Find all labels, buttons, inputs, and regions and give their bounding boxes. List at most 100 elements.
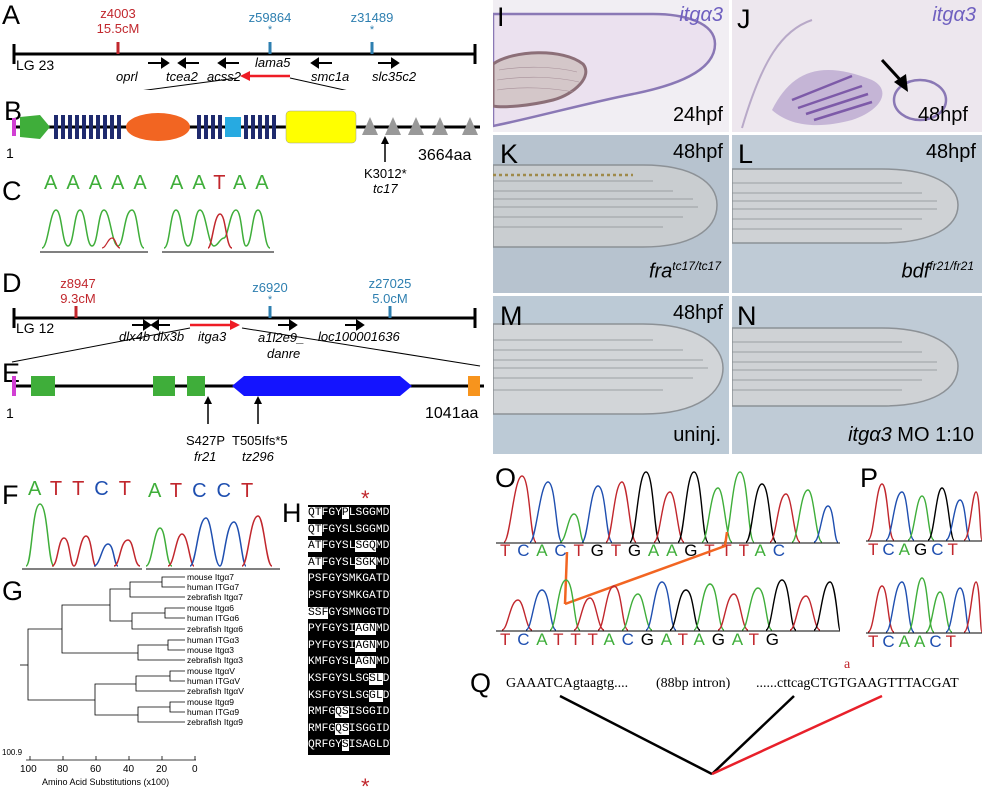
panel-label-F: F xyxy=(2,480,19,510)
micrograph-N-label: itgα3 MO 1:10 xyxy=(848,424,974,446)
panel-e-mut1: S427P xyxy=(186,433,226,448)
panel-label-H: H xyxy=(282,498,302,528)
panel-label-L: L xyxy=(738,139,754,169)
micrograph-K-stage: 48hpf xyxy=(672,141,723,163)
marker-z31489: z31489* xyxy=(350,10,394,36)
tree-axis-label: Amino Acid Substitutions (x100) xyxy=(42,777,170,787)
panel-e-end: 1041aa xyxy=(425,405,479,422)
panel-p-trace-bottom xyxy=(866,577,982,634)
panel-a-map xyxy=(12,42,477,90)
panel-label-C: C xyxy=(2,176,22,206)
gene-a1l2e9: a1l2e9_ xyxy=(258,330,305,345)
micrograph-I-stage: 24hpf xyxy=(672,104,723,126)
tree-leaf: human ITGα9 xyxy=(187,707,240,717)
micrograph-J-gene: itgα3 xyxy=(932,4,976,26)
panel-label-P: P xyxy=(860,463,879,493)
panel-e-start: 1 xyxy=(6,405,14,421)
panel-label-K: K xyxy=(500,139,519,169)
tree-leaf: mouse Itgα6 xyxy=(187,603,234,613)
panel-f-seq-left: ATTCT xyxy=(28,478,141,500)
gene-itga3: itga3 xyxy=(198,329,227,344)
tree-leaf: mouse Itgα9 xyxy=(187,697,234,707)
lg-12-label: LG 12 xyxy=(16,320,55,336)
gene-acss2: acss2 xyxy=(207,69,241,84)
lg-23-label: LG 23 xyxy=(16,57,55,73)
gene-smc1a: smc1a xyxy=(311,69,350,84)
alignment-row: PYFGYSIAGNMDL xyxy=(308,639,397,652)
alignment-row: KSFGYSLSGGLDV xyxy=(308,689,397,702)
alignment-row: SSFGYSMNGGTDV xyxy=(308,606,397,619)
micrograph-I: itgα3 24hpf xyxy=(493,0,729,132)
panel-b-protein xyxy=(12,110,480,162)
micrograph-J-stage: 48hpf xyxy=(917,104,968,126)
micrograph-K-genotype: fratc17/tc17 xyxy=(648,259,721,283)
tree-leaf: human ITGα6 xyxy=(187,613,240,623)
tree-leaf: human ITGα7 xyxy=(187,582,240,592)
alignment-row: ATFGYSLSGQMDV xyxy=(308,540,397,553)
gene-dlx3b: dlx3b xyxy=(153,329,185,344)
panel-q-splice xyxy=(559,694,883,776)
alignment-row: PSFGYSMKGATDV xyxy=(308,590,397,602)
panel-h-star-top: * xyxy=(361,486,370,511)
panel-label-B: B xyxy=(4,96,23,126)
alignment-row: KMFGYSLAGNMDM xyxy=(308,656,397,669)
gene-slc35c2: slc35c2 xyxy=(372,69,417,84)
micrograph-M-label: uninj. xyxy=(673,424,721,446)
panel-o-trace-bottom xyxy=(496,579,840,632)
tree-leaf: human ITGαV xyxy=(187,676,241,686)
panel-label-A: A xyxy=(2,0,21,30)
panel-label-D: D xyxy=(2,268,22,298)
alignment-row: PYFGYSIAGNMDL xyxy=(308,623,397,636)
alignment-row: RMFGQSISGGIDM xyxy=(308,722,397,735)
panel-c-seq-right: AATAA xyxy=(170,172,278,194)
panel-b-mutation: K3012* xyxy=(364,166,407,181)
panel-label-I: I xyxy=(497,2,505,32)
micrograph-N: itgα3 MO 1:10 xyxy=(732,296,982,454)
gene-dlx4b: dlx4b xyxy=(119,329,151,344)
gene-loc100001636: loc100001636 xyxy=(318,329,400,344)
micrograph-L: 48hpf bdffr21/fr21 xyxy=(732,135,982,293)
panel-label-Q: Q xyxy=(470,668,492,698)
panel-c-seq-left: AAAAA xyxy=(44,172,156,194)
panel-label-N: N xyxy=(737,301,757,331)
panel-label-M: M xyxy=(500,301,523,331)
micrograph-L-stage: 48hpf xyxy=(925,141,976,163)
panel-e-mut2: T505Ifs*5 xyxy=(232,433,288,448)
panel-b-allele: tc17 xyxy=(373,181,398,196)
panel-label-O: O xyxy=(495,463,517,493)
panel-e-allele2: tz296 xyxy=(242,449,274,464)
panel-e-protein xyxy=(12,376,484,424)
panel-f-trace xyxy=(22,503,280,570)
alignment-row: KSFGYSLSGSLDM xyxy=(308,673,397,685)
panel-d-map xyxy=(11,306,481,367)
tree-scale: 100.9 xyxy=(2,748,23,757)
panel-c-trace xyxy=(40,209,274,253)
gene-tcea2: tcea2 xyxy=(166,69,198,84)
panel-f-seq-right: ATCCT xyxy=(148,480,264,502)
marker-z6920: z6920* xyxy=(252,280,288,306)
micrograph-M: 48hpf uninj. xyxy=(493,296,729,454)
tree-leaf: zebrafish Itgα3 xyxy=(187,655,243,665)
panel-p-seq-top: TCAGCT xyxy=(868,540,962,559)
tree-leaf: zebrafish Itgα6 xyxy=(187,624,243,634)
marker-z59864: z59864* xyxy=(248,10,292,36)
alignment-row: QTFGYSLSGGMDM xyxy=(308,523,397,536)
panel-q-substitution: a xyxy=(844,657,851,672)
panel-o-connector xyxy=(563,531,729,606)
alignment-row: PSFGYSMKGATDI xyxy=(308,573,397,586)
tree-leaf: zebrafish Itgα9 xyxy=(187,717,243,727)
micrograph-L-genotype: bdffr21/fr21 xyxy=(901,259,974,283)
panel-b-start: 1 xyxy=(6,145,14,161)
micrograph-J: itgα3 48hpf xyxy=(732,0,982,132)
tree-leaf: zebrafish Itgα7 xyxy=(187,592,243,602)
panel-label-G: G xyxy=(2,576,24,606)
panel-p-seq-bottom: TCAACT xyxy=(868,632,961,651)
panel-o-seq-top: TCACTGTGAAGTTTAC xyxy=(500,541,792,560)
panel-g-tree xyxy=(20,576,196,761)
micrograph-M-stage: 48hpf xyxy=(672,302,723,324)
tree-leaf: zebrafish ItgαV xyxy=(187,686,244,696)
panel-q-left: GAAATCAgtaagtg.... xyxy=(506,676,629,691)
tree-leaf: mouse Itgα7 xyxy=(187,572,234,582)
